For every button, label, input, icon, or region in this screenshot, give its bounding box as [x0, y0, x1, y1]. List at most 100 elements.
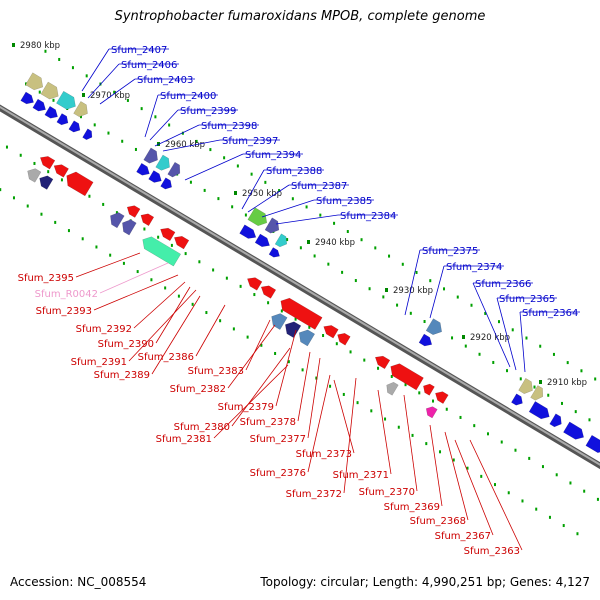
grid-dot	[58, 57, 61, 61]
grid-dot	[198, 260, 201, 264]
forward-gene-label-sfum-2399: Sfum_2399	[180, 106, 236, 117]
forward-gene-10	[143, 147, 158, 164]
grid-dot	[528, 456, 531, 460]
grid-dot	[445, 407, 448, 411]
grid-dot	[40, 212, 43, 216]
grid-dot	[432, 399, 435, 403]
grid-dot	[291, 197, 294, 201]
kbp-marker-label: 2940 kbp	[315, 238, 355, 248]
reverse-gene-label-sfum-2368-connector	[444, 431, 469, 521]
forward-gene-label-sfum-2375: Sfum_2375	[422, 246, 478, 257]
grid-dot	[322, 334, 325, 338]
grid-dot	[212, 268, 215, 272]
forward-gene-label-sfum-2385: Sfum_2385	[316, 196, 372, 207]
forward-gene-29	[563, 421, 585, 440]
grid-dot	[409, 311, 412, 315]
grid-dot	[511, 328, 514, 332]
grid-dot	[397, 425, 400, 429]
grid-dot	[519, 377, 522, 381]
reverse-gene-label-sfum-2370-connector	[403, 394, 418, 492]
grid-dot	[478, 352, 481, 356]
grid-dot	[122, 261, 125, 265]
reverse-gene-label-sfum-2386: Sfum_2386	[138, 352, 194, 363]
grid-dot	[0, 188, 2, 192]
grid-dot	[157, 235, 160, 239]
grid-dot	[525, 336, 528, 340]
forward-gene-13	[136, 162, 150, 176]
reverse-gene-label-sfum-2389: Sfum_2389	[94, 370, 150, 381]
forward-gene-4	[20, 91, 34, 105]
grid-dot	[497, 320, 500, 324]
forward-gene-24	[518, 377, 533, 394]
reverse-gene-label-sfum-2382: Sfum_2382	[170, 384, 226, 395]
grid-dot	[203, 188, 206, 192]
grid-dot	[596, 497, 599, 501]
reverse-gene-label-sfum-2369-connector	[429, 424, 443, 507]
reverse-gene-18	[285, 321, 302, 339]
reverse-gene-label-sfum-2376-connector	[307, 374, 331, 473]
grid-dot	[107, 131, 110, 135]
genome-backbone-highlight	[0, 105, 600, 466]
grid-dot	[506, 369, 509, 373]
grid-dot	[354, 279, 357, 283]
reverse-gene-label-sfum-2381: Sfum_2381	[156, 434, 212, 445]
grid-dot	[184, 252, 187, 256]
reverse-gene-label-sfum-2367-connector	[454, 439, 494, 536]
reverse-gene-label-sfum-2371: Sfum_2371	[333, 470, 389, 481]
forward-gene-label-sfum-2394-connector	[184, 153, 244, 181]
reverse-gene-label-sfum-2390: Sfum_2390	[98, 339, 154, 350]
forward-gene-label-sfum-2406-connector	[87, 63, 120, 99]
grid-dot	[134, 147, 137, 151]
grid-dot	[388, 254, 391, 258]
forward-gene-label-sfum-2398-connector	[154, 124, 200, 147]
grid-dot	[451, 336, 454, 340]
grid-dot	[24, 82, 27, 86]
grid-dot	[93, 123, 96, 127]
kbp-marker-tick	[82, 93, 85, 97]
forward-gene-3	[73, 101, 88, 118]
forward-gene-label-sfum-2385-connector	[261, 199, 315, 218]
grid-dot	[67, 229, 70, 233]
grid-dot	[470, 303, 473, 307]
reverse-gene-label-sfum-2391-connector	[128, 289, 197, 362]
grid-dot	[360, 238, 363, 242]
grid-dot	[239, 284, 242, 288]
grid-dot	[377, 366, 380, 370]
forward-gene-28	[549, 413, 562, 428]
grid-dot	[329, 384, 332, 388]
forward-gene-label-sfum-2387: Sfum_2387	[291, 181, 347, 192]
forward-gene-5	[32, 98, 46, 112]
topology-label: Topology: circular; Length: 4,990,251 bp…	[260, 575, 590, 589]
kbp-marker-label: 2980 kbp	[20, 41, 60, 51]
reverse-gene-label-sfum-2370: Sfum_2370	[359, 487, 415, 498]
grid-dot	[473, 424, 476, 428]
reverse-gene-label-sfum-2367: Sfum_2367	[435, 531, 491, 542]
grid-dot	[370, 409, 373, 413]
grid-dot	[480, 474, 483, 478]
grid-dot	[143, 227, 146, 231]
reverse-gene-16	[337, 333, 351, 346]
reverse-gene-10	[122, 219, 137, 236]
forward-gene-14	[148, 170, 162, 183]
grid-dot	[253, 293, 256, 297]
grid-dot	[346, 230, 349, 234]
grid-dot	[81, 237, 84, 241]
forward-gene-18	[274, 233, 288, 248]
reverse-gene-19	[298, 329, 316, 347]
reverse-gene-4	[39, 175, 54, 190]
grid-dot	[181, 131, 184, 135]
grid-dot	[250, 172, 253, 176]
kbp-marker-label: 2910 kbp	[547, 378, 587, 388]
reverse-gene-label-sfum-2389-connector	[151, 295, 201, 375]
grid-dot	[547, 393, 550, 397]
forward-gene-label-sfum-2397-connector	[162, 139, 221, 152]
reverse-gene-0	[39, 156, 56, 170]
reverse-gene-12	[247, 277, 263, 291]
grid-dot	[555, 473, 558, 477]
reverse-gene-3	[27, 168, 42, 183]
reverse-gene-25	[425, 406, 438, 419]
reverse-gene-label-sfum-2383-connector	[245, 319, 271, 371]
reverse-gene-label-sfum-2380-connector	[231, 347, 291, 427]
forward-gene-12	[167, 161, 181, 178]
forward-gene-label-sfum-2384-connector	[275, 214, 339, 225]
